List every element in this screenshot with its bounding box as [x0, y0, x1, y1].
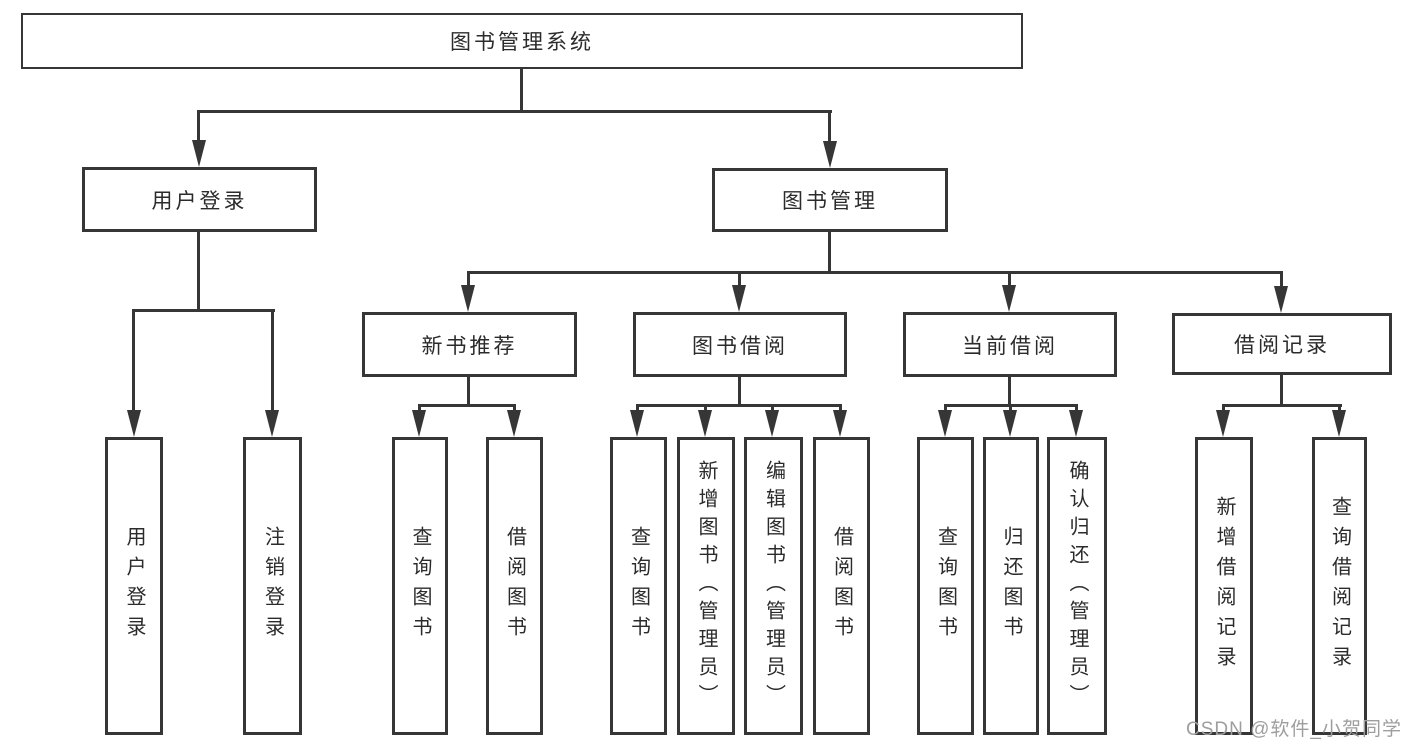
node-new-book-rec: 新书推荐 [362, 312, 577, 377]
node-leaf-nb-query-label: 查询图书 [409, 526, 431, 646]
node-leaf-bb-borrow: 借阅图书 [813, 437, 870, 735]
arrowhead-to-leaf-nb-query [412, 410, 426, 437]
node-book-borrow: 图书借阅 [633, 312, 847, 377]
connector-root-stem [520, 68, 523, 113]
connector-borrow-records-bar [1222, 404, 1342, 407]
connector-root-bar [197, 110, 832, 113]
connector-book-borrow-stem [738, 376, 741, 406]
node-leaf-nb-borrow: 借阅图书 [486, 437, 543, 735]
arrowhead-to-current-borrow [1002, 285, 1016, 312]
connector-to-book-borrow [738, 271, 741, 287]
arrowhead-to-leaf-user-login [127, 410, 141, 437]
arrowhead-to-leaf-br-query [1332, 410, 1346, 437]
arrowhead-to-leaf-logout [265, 410, 279, 437]
node-book-mgmt: 图书管理 [712, 168, 948, 232]
node-leaf-bb-edit: 编辑图书（管理员） [744, 437, 803, 735]
arrowhead-to-user-login [192, 140, 206, 167]
connector-to-leaf-bb-query [636, 404, 639, 412]
connector-user-login-stem [197, 231, 200, 311]
arrowhead-to-leaf-br-add [1216, 410, 1230, 437]
arrowhead-to-leaf-bb-add [698, 410, 712, 437]
node-book-mgmt-label: 图书管理 [782, 190, 878, 213]
node-book-borrow-label: 图书借阅 [692, 334, 788, 358]
connector-to-leaf-nb-borrow [513, 404, 516, 412]
node-leaf-cb-query: 查询图书 [917, 437, 974, 735]
connector-book-mgmt-bar [467, 271, 1283, 274]
connector-borrow-records-stem [1280, 374, 1283, 406]
connector-to-leaf-bb-add [704, 404, 707, 412]
node-leaf-cb-confirm: 确认归还（管理员） [1047, 437, 1107, 735]
connector-to-leaf-user-login [132, 309, 135, 412]
arrowhead-to-leaf-bb-borrow [833, 410, 847, 437]
node-leaf-bb-edit-label: 编辑图书（管理员） [762, 460, 785, 712]
connector-current-borrow-stem [1008, 376, 1011, 406]
node-library-system-label: 图书管理系统 [450, 31, 594, 54]
connector-to-leaf-br-add [1222, 404, 1225, 412]
node-leaf-cb-return-label: 归还图书 [1000, 526, 1022, 646]
connector-to-leaf-br-query [1338, 404, 1341, 412]
node-leaf-bb-add: 新增图书（管理员） [677, 437, 735, 735]
node-leaf-user-login-label: 用户登录 [123, 526, 145, 646]
node-leaf-br-add: 新增借阅记录 [1195, 437, 1253, 735]
arrowhead-to-leaf-cb-return [1003, 410, 1017, 437]
connector-book-mgmt-stem [828, 231, 831, 273]
node-leaf-bb-query: 查询图书 [610, 437, 667, 735]
node-leaf-br-query: 查询借阅记录 [1312, 437, 1367, 735]
connector-to-leaf-nb-query [418, 404, 421, 412]
connector-to-leaf-bb-edit [771, 404, 774, 412]
node-leaf-logout: 注销登录 [243, 437, 302, 735]
arrowhead-to-leaf-cb-query [938, 410, 952, 437]
node-leaf-logout-label: 注销登录 [261, 526, 284, 646]
node-leaf-cb-query-label: 查询图书 [934, 526, 957, 646]
connector-to-leaf-logout [271, 309, 274, 412]
connector-to-leaf-cb-return [1009, 404, 1012, 412]
connector-to-borrow-records [1280, 271, 1283, 287]
node-leaf-bb-borrow-label: 借阅图书 [830, 526, 853, 646]
node-leaf-bb-query-label: 查询图书 [627, 526, 650, 646]
node-current-borrow: 当前借阅 [903, 312, 1117, 377]
connector-to-current-borrow [1008, 271, 1011, 287]
node-leaf-br-add-label: 新增借阅记录 [1213, 496, 1235, 676]
connector-to-user-login [197, 110, 200, 142]
arrowhead-to-leaf-bb-query [630, 410, 644, 437]
arrowhead-to-leaf-cb-confirm [1069, 410, 1083, 437]
connector-new-book-rec-bar [418, 404, 516, 407]
arrowhead-to-book-mgmt [823, 141, 837, 168]
connector-to-leaf-bb-borrow [839, 404, 842, 412]
connector-new-book-rec-stem [467, 376, 470, 406]
connector-book-borrow-bar [636, 404, 842, 407]
connector-to-leaf-cb-query [944, 404, 947, 412]
node-borrow-records: 借阅记录 [1172, 313, 1392, 375]
node-leaf-br-query-label: 查询借阅记录 [1328, 496, 1351, 676]
csdn-watermark: CSDN @软件_小贺同学 [1186, 719, 1402, 740]
node-leaf-bb-add-label: 新增图书（管理员） [695, 460, 717, 712]
arrowhead-to-borrow-records [1274, 286, 1288, 313]
node-leaf-cb-confirm-label: 确认归还（管理员） [1066, 460, 1088, 712]
node-leaf-nb-borrow-label: 借阅图书 [503, 526, 526, 646]
node-current-borrow-label: 当前借阅 [962, 334, 1058, 358]
arrowhead-to-book-borrow [732, 285, 746, 312]
connector-user-login-bar [132, 309, 275, 312]
connector-to-leaf-cb-confirm [1075, 404, 1078, 412]
node-borrow-records-label: 借阅记录 [1234, 334, 1330, 357]
node-user-login-label: 用户登录 [151, 189, 248, 213]
connector-to-new-book-rec [467, 271, 470, 287]
node-leaf-cb-return: 归还图书 [983, 437, 1039, 735]
arrowhead-to-leaf-bb-edit [765, 410, 779, 437]
node-leaf-user-login: 用户登录 [105, 437, 163, 735]
node-user-login: 用户登录 [82, 167, 317, 232]
arrowhead-to-new-book-rec [461, 285, 475, 312]
connector-to-book-mgmt [828, 110, 831, 142]
node-library-system: 图书管理系统 [21, 13, 1023, 69]
node-new-book-rec-label: 新书推荐 [421, 334, 518, 358]
node-leaf-nb-query: 查询图书 [392, 437, 448, 735]
arrowhead-to-leaf-nb-borrow [507, 410, 521, 437]
